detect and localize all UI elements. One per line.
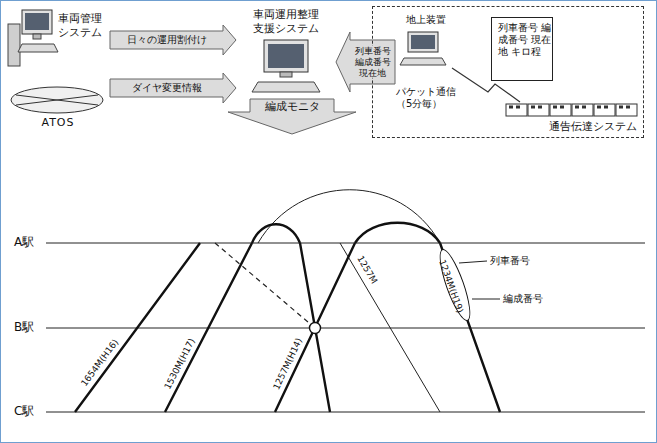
node-text: 車両運用整理支援システム [251,8,321,36]
tower [8,24,20,66]
callout-label: 列車番号 [490,255,530,267]
monitor [22,10,52,34]
station-name: C駅 [14,404,34,418]
ground-computer: 地上装置 [395,11,457,71]
node-text: ATOS [6,80,110,129]
stand [33,34,41,39]
screen [411,35,435,49]
block-arrow [110,73,236,103]
station-name: B駅 [14,320,34,334]
block-arrow [336,32,395,92]
train-line [340,243,440,412]
keyboard [400,58,446,65]
data-box: 列車番号 編成番号 現在地 キロ程 [491,17,553,81]
node-text: 通告伝達システム [549,119,637,134]
turnback-arc [258,190,440,243]
computer-icon [8,10,58,66]
arrow-label: 日々の運用割付け [126,34,208,46]
network-ellipse [11,87,103,113]
computer-icon [400,32,446,65]
block-arrow [110,25,236,55]
train-window [509,106,630,109]
arrow-label: 編成モニタ [263,100,322,113]
system-region: 通告伝達システム 地上装置 列車番号 編成番号 現在地 キロ程 [372,6,644,138]
arrow-label: 列車番号 編成番号 現在地 [353,46,393,78]
network-icon [11,87,103,113]
train-number: 1257M [354,254,379,286]
connection-circle [310,323,321,334]
station-line [46,243,645,412]
system-computer: 車両管理システム [8,6,110,74]
node-text: 地上装置 [395,11,457,27]
train-number: 1654M(H16) [79,337,121,388]
monitor [408,32,438,52]
system-computer: 車両運用整理支援システム [236,6,336,98]
train-label-oval: 1234M(H19) [434,246,476,324]
block-arrow [228,99,356,134]
keyboard [18,44,58,52]
station-name: A駅 [14,235,34,249]
network-node: ATOS [6,80,110,140]
train-line [75,243,500,412]
computer-icon [252,40,320,92]
network-wire [16,95,98,105]
turnback-hump [252,223,440,243]
screen [25,13,49,30]
node-text: 車両管理システム [8,6,110,41]
screen [268,44,304,68]
node-text: 1234M(H19) [434,258,467,316]
train-icon [506,104,637,116]
stand [280,72,292,77]
node-text: 列車番号 編成番号 現在地 キロ程 [492,18,552,58]
arrow-label: ダイヤ変更情報 [131,82,203,94]
callout-label: 編成番号 [503,293,543,305]
packet-note: パケット通信（5分毎） [396,86,462,110]
keyboard [252,82,320,92]
monitor [264,40,308,72]
